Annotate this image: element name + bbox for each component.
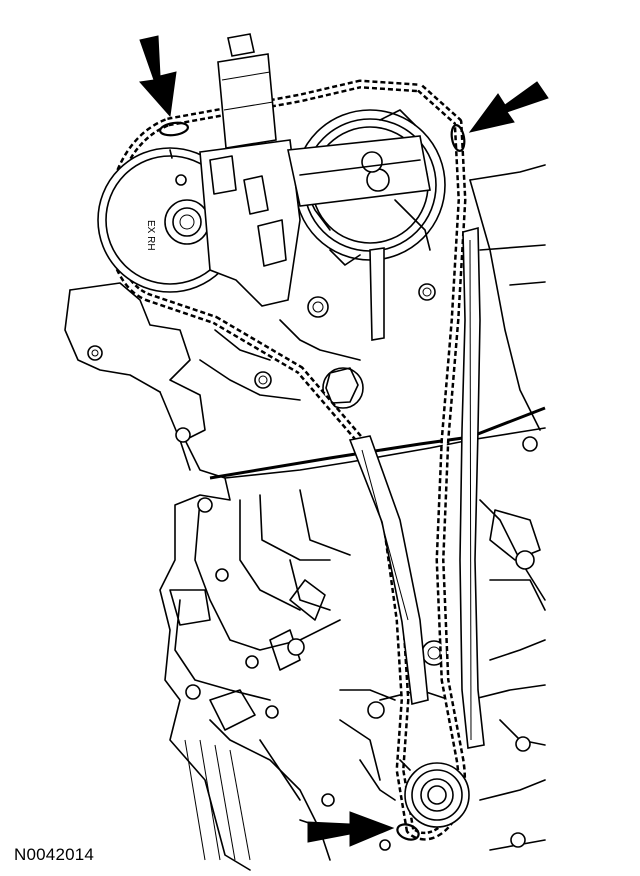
chain-tensioner-arm <box>348 435 429 705</box>
arrow-bottom <box>307 811 395 847</box>
arrow-top-left <box>139 35 177 118</box>
exhaust-sprocket-link-mark <box>159 121 189 137</box>
chain-guide <box>459 226 485 749</box>
sprocket-marking: EX RH <box>145 220 156 251</box>
pointer-arrows <box>139 35 549 847</box>
camshaft-holding-tool <box>199 33 431 341</box>
arrow-top-right <box>468 81 549 133</box>
crankshaft-sprocket <box>399 759 470 828</box>
figure-id: N0042014 <box>14 845 95 864</box>
intake-sprocket-link-mark <box>450 124 466 152</box>
colored-link-marks <box>159 121 466 841</box>
crankshaft-sprocket-link-mark <box>396 823 420 841</box>
exhaust-camshaft-sprocket: EX RH <box>97 147 243 293</box>
